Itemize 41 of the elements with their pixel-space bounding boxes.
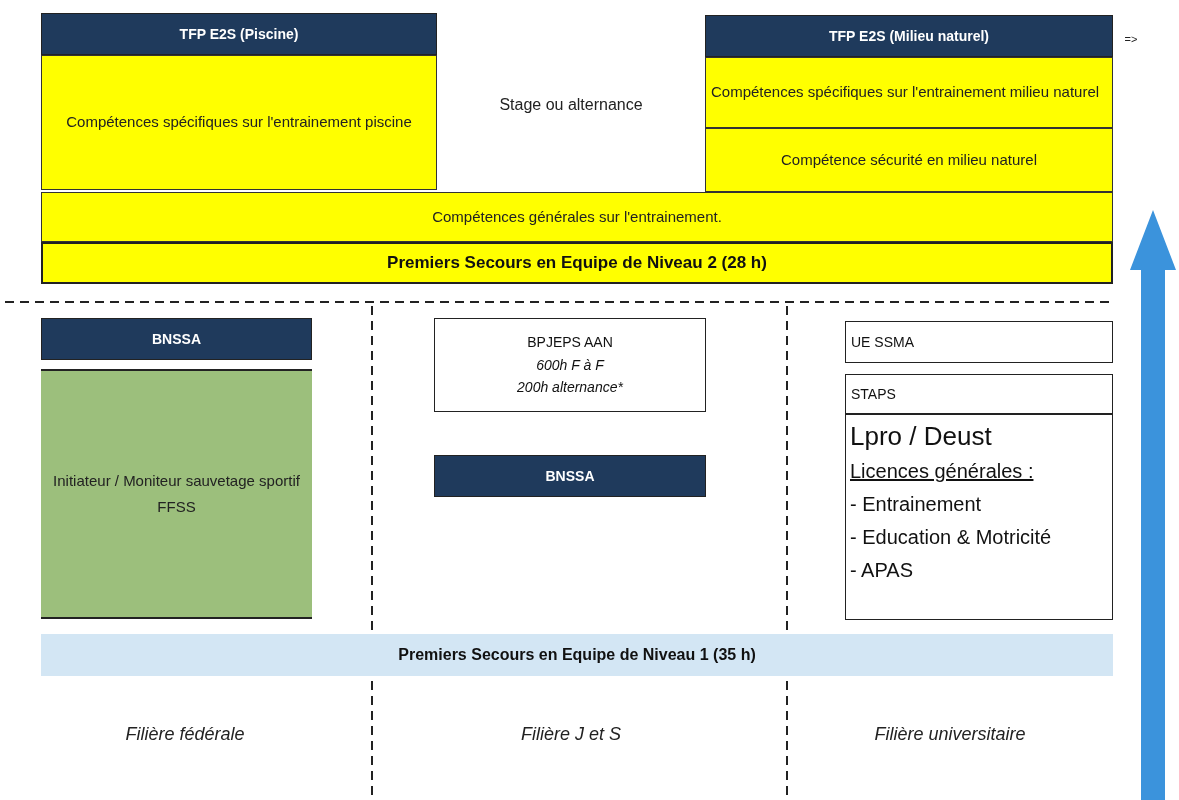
track-label: Filière fédérale <box>124 724 246 745</box>
box-text: 600h F à F <box>536 355 604 375</box>
diploma-box <box>41 369 312 619</box>
list-item: - Entrainement <box>850 492 982 518</box>
stage-label: Stage ou alternance <box>498 96 644 114</box>
box-text: BPJEPS AAN <box>527 333 613 353</box>
diploma-box <box>845 374 1113 414</box>
training-band <box>41 634 1113 676</box>
box-text: Premiers Secours en Equipe de Niveau 1 (35 h) <box>398 645 756 665</box>
box-text: STAPS <box>851 384 896 404</box>
diploma-box <box>845 414 1113 620</box>
diploma-title: Lpro / Deust <box>850 420 992 453</box>
list-item: - APAS <box>850 558 913 584</box>
box-text: Compétence sécurité en milieu naturel <box>781 149 1037 170</box>
track-label: Filière J et S <box>520 724 622 745</box>
training-band <box>41 242 1113 284</box>
box-text: Compétences générales sur l'entrainement. <box>432 206 722 227</box>
header-text: TFP E2S (Piscine) <box>179 24 299 44</box>
header-bar <box>434 455 706 497</box>
header-text: TFP E2S (Milieu naturel) <box>829 26 989 46</box>
box-text: 200h alternance* <box>517 378 623 398</box>
diploma-box <box>845 321 1113 363</box>
track-label: Filière universitaire <box>873 724 1027 745</box>
header-bar <box>41 318 312 360</box>
list-item: - Education & Motricité <box>850 525 1052 551</box>
box-text: Compétences spécifiques sur l'entrainement milieu naturel <box>711 82 1100 103</box>
header-text: BNSSA <box>152 329 201 349</box>
box-text: Compétences spécifiques sur l'entrainement piscine <box>66 112 412 133</box>
competence-box <box>705 128 1113 192</box>
box-text: Initiateur / Moniteur sauvetage sportif FFSS <box>52 470 301 517</box>
header-bar <box>705 15 1113 57</box>
box-text: Premiers Secours en Equipe de Niveau 2 (28 h) <box>387 252 767 275</box>
competence-box <box>41 192 1113 242</box>
arrow-symbol-label: => <box>1123 33 1139 45</box>
header-bar <box>41 13 437 55</box>
competence-box <box>41 55 437 190</box>
competence-box <box>705 57 1113 128</box>
header-text: BNSSA <box>545 466 595 486</box>
list-heading: Licences générales : <box>850 459 1034 485</box>
box-text: UE SSMA <box>851 332 914 352</box>
diploma-box <box>434 318 706 412</box>
